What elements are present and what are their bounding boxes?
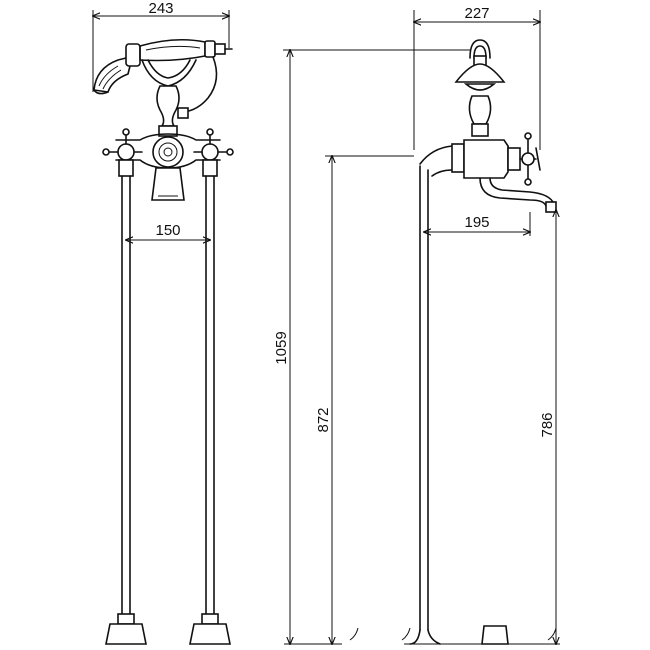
left-cross-handle <box>102 128 143 177</box>
dimension-front-width: 243 <box>93 0 229 92</box>
break-mark-left <box>349 627 359 641</box>
dimension-label-227: 227 <box>464 5 489 22</box>
dimension-label-243: 243 <box>148 0 173 17</box>
dimension-label-872: 872 <box>315 407 332 432</box>
side-body <box>419 132 541 186</box>
side-leg <box>401 165 560 645</box>
side-handset <box>454 39 506 137</box>
dimension-outlet-height: 786 <box>539 210 556 644</box>
dimension-label-1059: 1059 <box>273 331 290 364</box>
dimension-side-width: 227 <box>414 5 540 150</box>
dimension-label-195: 195 <box>464 214 489 231</box>
front-legs <box>105 175 231 645</box>
dimension-total-height: 1059 <box>273 50 470 644</box>
hand-shower <box>93 38 233 113</box>
right-cross-handle <box>193 128 234 177</box>
front-column <box>115 85 221 201</box>
dimension-leg-spacing: 150 <box>126 222 210 240</box>
dimension-label-786: 786 <box>539 412 556 437</box>
side-view: 227 <box>401 5 560 645</box>
side-spout <box>479 177 557 213</box>
dimension-label-150: 150 <box>155 222 180 239</box>
front-view: 243 <box>93 0 234 645</box>
dimension-spout-height: 872 <box>315 156 414 644</box>
dimension-spout-reach: 195 <box>424 212 530 236</box>
